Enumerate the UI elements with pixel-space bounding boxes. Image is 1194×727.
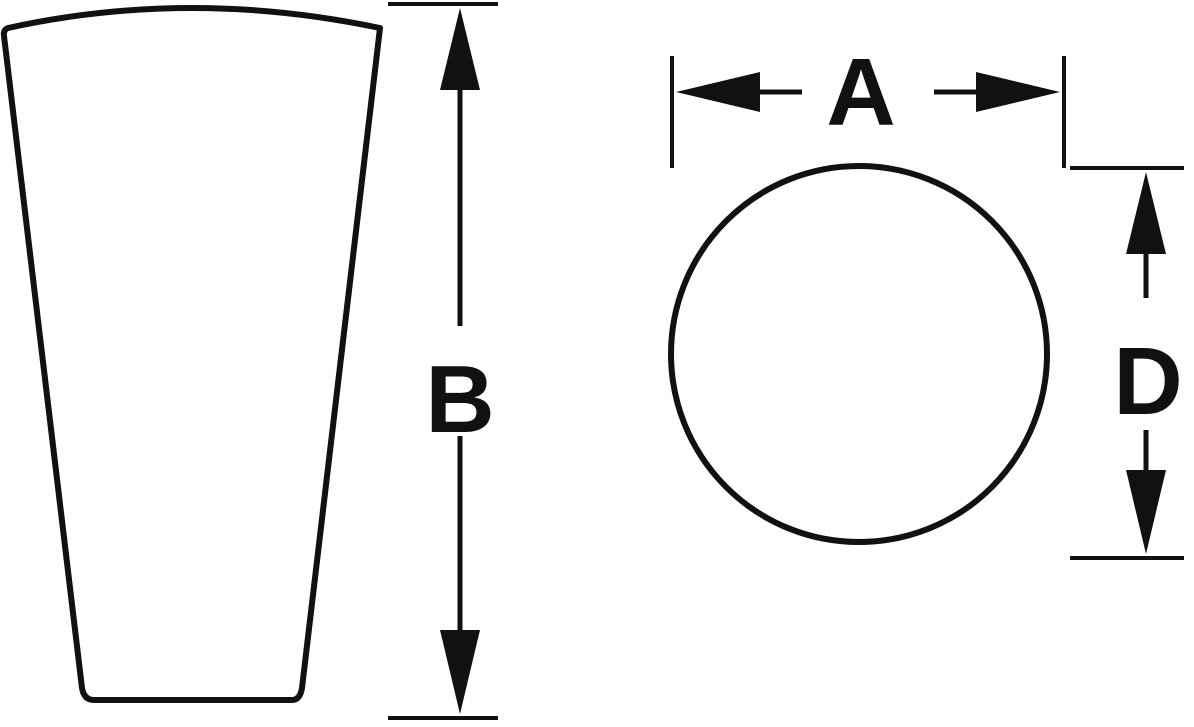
b-arrowhead-top [440,8,480,90]
dimension-d-label: D [1113,328,1182,435]
d-arrowhead-top [1126,172,1166,254]
dimension-b-label: B [425,346,494,453]
dimension-a-label: A [826,39,895,146]
top-view-circle [668,163,1050,545]
d-arrowhead-bottom [1126,470,1166,554]
side-view-profile [0,5,383,703]
b-arrowhead-bottom [440,630,480,714]
a-arrowhead-left [676,72,760,112]
a-arrowhead-right [976,72,1060,112]
